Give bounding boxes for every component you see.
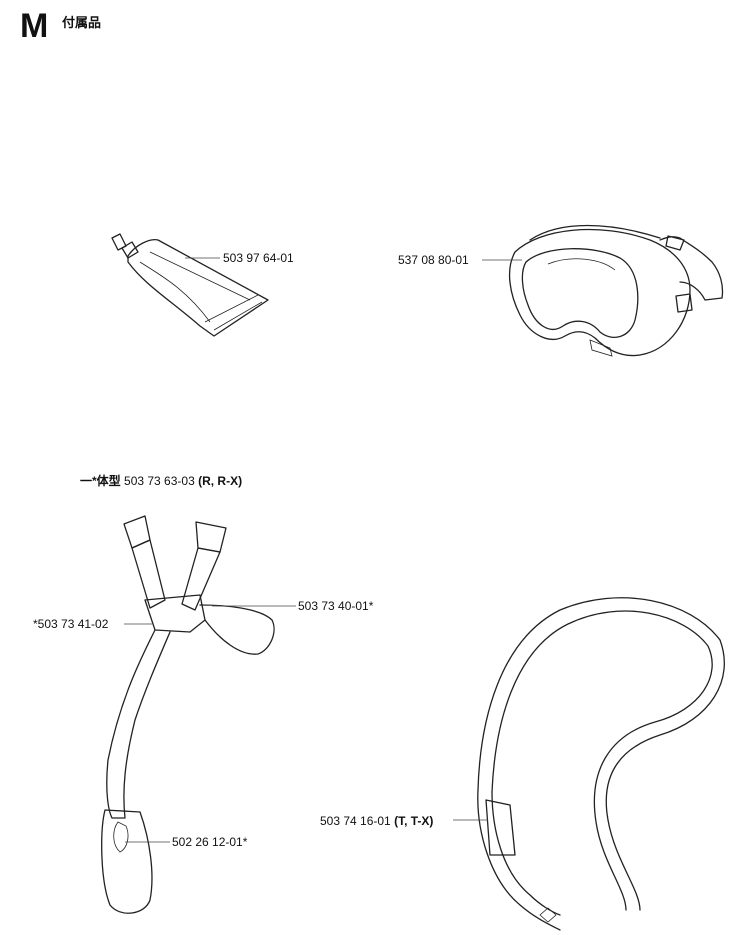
harness-title-number: 503 73 63-03 bbox=[124, 474, 195, 488]
harness-strap-part-number: 503 73 40-01* bbox=[298, 599, 374, 613]
harness-buckle-part-number: *503 73 41-02 bbox=[33, 617, 109, 631]
harness-title-variant: (R, R-X) bbox=[198, 474, 243, 488]
harness-hook-part-number: 502 26 12-01* bbox=[172, 835, 248, 849]
shoulder-strap-label: 503 74 16-01 (T, T-X) bbox=[320, 814, 433, 828]
section-title: 付属品 bbox=[62, 15, 102, 30]
goggles-part-number: 537 08 80-01 bbox=[398, 253, 469, 267]
shoulder-strap-part-number: 503 74 16-01 bbox=[320, 814, 391, 828]
shoulder-strap-drawing bbox=[477, 597, 725, 931]
harness-drawing bbox=[101, 515, 275, 914]
grease-tube-part-number: 503 97 64-01 bbox=[223, 251, 294, 265]
harness-title-prefix: 一*体型 bbox=[80, 474, 121, 488]
shoulder-strap-variant: (T, T-X) bbox=[394, 814, 434, 828]
goggles-drawing bbox=[508, 224, 724, 357]
grease-tube-drawing bbox=[111, 233, 269, 337]
harness-title: 一*体型 503 73 63-03 (R, R-X) bbox=[80, 472, 242, 489]
section-letter: M bbox=[20, 7, 49, 45]
